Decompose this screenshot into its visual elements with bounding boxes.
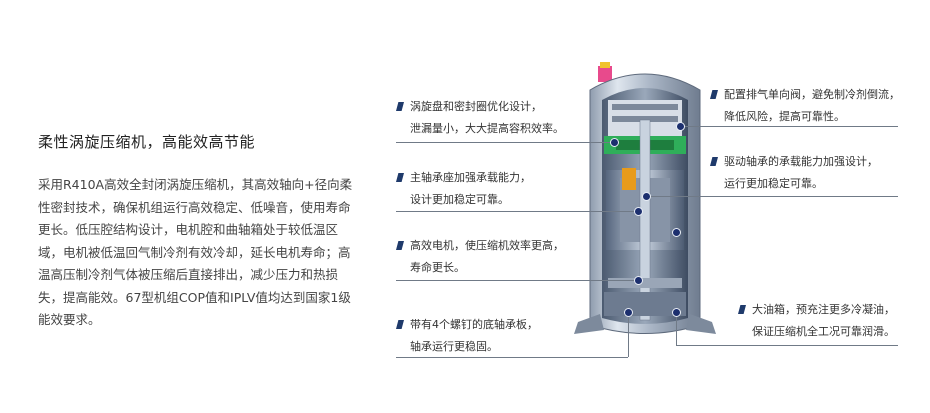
- section-title: 柔性涡旋压缩机，高能效高节能: [38, 133, 256, 151]
- callout-bottom-bearing: 带有4个螺钉的底轴承板， 轴承运行更稳固。: [396, 314, 538, 358]
- bullet-icon: [710, 157, 718, 166]
- leader-line-left-4: [396, 357, 628, 358]
- leader-line-left-3: [396, 280, 638, 281]
- leader-line-right-3: [676, 345, 898, 346]
- mounting-foot-right: [686, 314, 716, 334]
- bullet-icon: [396, 241, 404, 250]
- leader-line-right-2: [646, 196, 898, 197]
- discharge-fitting: [600, 62, 610, 68]
- leader-drop-right-3: [676, 312, 677, 345]
- counterweight: [622, 168, 636, 190]
- marker-dot: [676, 122, 685, 131]
- bullet-icon: [396, 173, 404, 182]
- bullet-icon: [738, 305, 746, 314]
- marker-dot: [672, 228, 681, 237]
- compressor-cutaway-illustration: [574, 62, 716, 334]
- leader-line-left-2: [396, 211, 638, 212]
- leader-line-right-1: [680, 126, 898, 127]
- bullet-icon: [710, 90, 718, 99]
- callout-main-bearing: 主轴承座加强承载能力， 设计更加稳定可靠。: [396, 167, 531, 211]
- bullet-icon: [396, 102, 404, 111]
- callout-check-valve: 配置排气单向阀，避免制冷剂倒流， 降低风险，提高可靠性。: [710, 84, 900, 128]
- lower-bearing-plate: [608, 278, 682, 288]
- callout-drive-bearing: 驱动轴承的承载能力加强设计， 运行更加稳定可靠。: [710, 151, 878, 195]
- suction-fitting: [598, 66, 612, 82]
- marker-dot: [642, 192, 651, 201]
- marker-dot: [634, 276, 643, 285]
- callout-motor: 高效电机，使压缩机效率更高， 寿命更长。: [396, 235, 564, 279]
- leader-drop-left-4: [628, 312, 629, 357]
- callout-scroll-seal: 涡旋盘和密封圈优化设计， 泄漏量小，大大提高容积效率。: [396, 96, 564, 140]
- crankshaft: [639, 119, 651, 321]
- section-description: 采用R410A高效全封闭涡旋压缩机，其高效轴向+径向柔性密封技术，确保机组运行高…: [38, 177, 353, 327]
- leader-line-left-1: [396, 142, 614, 143]
- marker-dot: [672, 308, 681, 317]
- mounting-foot-left: [574, 314, 604, 334]
- callout-oil-sump: 大油箱，预充注更多冷凝油， 保证压缩机全工况可靠润滑。: [738, 299, 895, 343]
- marker-dot: [624, 308, 633, 317]
- marker-dot: [610, 138, 619, 147]
- bullet-icon: [396, 320, 404, 329]
- marker-dot: [634, 207, 643, 216]
